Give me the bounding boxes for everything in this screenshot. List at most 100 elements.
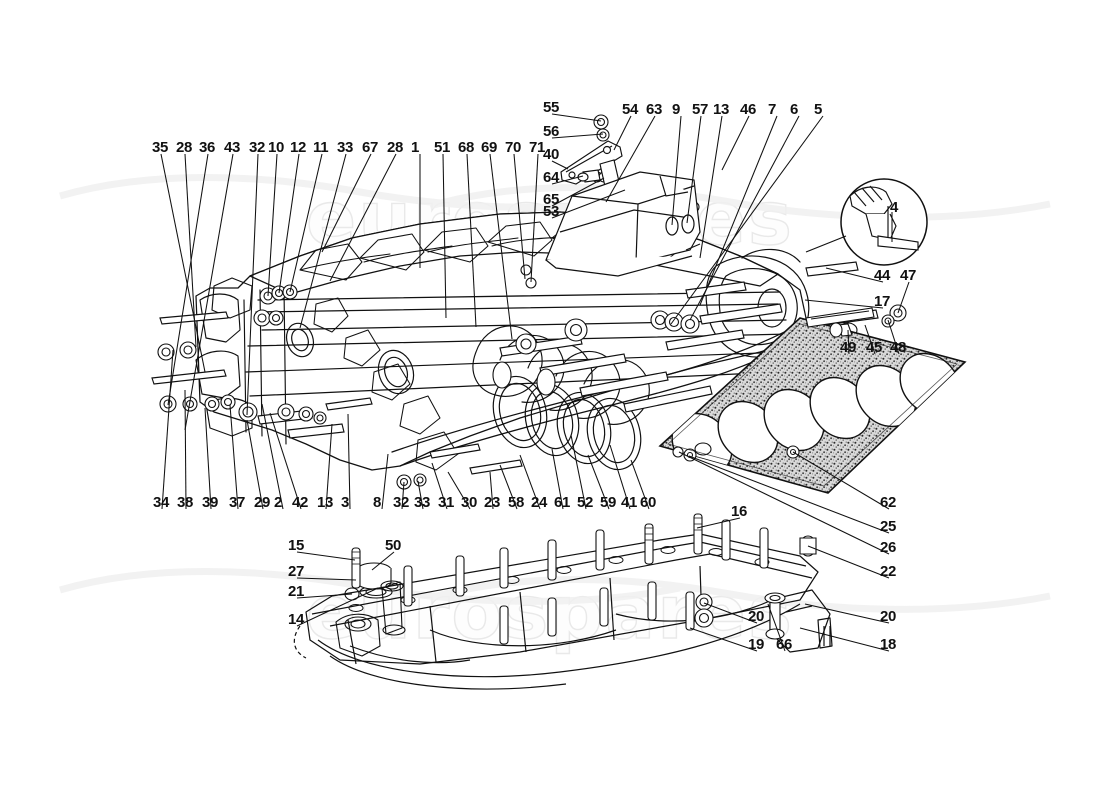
leader-line-53 bbox=[551, 189, 626, 219]
callout-18: 18 bbox=[880, 636, 897, 653]
callout-23: 23 bbox=[484, 494, 501, 511]
callout-2: 2 bbox=[274, 494, 283, 511]
leader-line-43 bbox=[184, 153, 234, 431]
callout-7: 7 bbox=[768, 101, 777, 118]
callout-49: 49 bbox=[840, 339, 857, 356]
leader-line-62 bbox=[792, 451, 890, 510]
leader-line-28 bbox=[329, 153, 397, 282]
leader-line-25 bbox=[688, 455, 890, 534]
callout-70: 70 bbox=[505, 139, 522, 156]
leader-line-23 bbox=[489, 471, 494, 510]
leader-line-33 bbox=[299, 153, 347, 329]
leader-line-44 bbox=[825, 267, 884, 283]
callout-67: 67 bbox=[362, 139, 379, 156]
leader-line-71 bbox=[530, 153, 539, 283]
callout-9: 9 bbox=[672, 101, 681, 118]
leader-line-12 bbox=[278, 153, 300, 294]
callout-31: 31 bbox=[438, 494, 455, 511]
leader-line-37 bbox=[229, 404, 239, 510]
leader-line-22 bbox=[807, 545, 890, 579]
callout-16: 16 bbox=[731, 503, 748, 520]
detail-inset-label: 4 bbox=[890, 199, 899, 216]
callout-13: 13 bbox=[713, 101, 730, 118]
callout-28: 28 bbox=[387, 139, 404, 156]
callout-66: 66 bbox=[776, 636, 793, 653]
callout-62: 62 bbox=[880, 494, 897, 511]
callout-61: 61 bbox=[554, 494, 571, 511]
callout-20: 20 bbox=[748, 608, 765, 625]
callout-30: 30 bbox=[461, 494, 478, 511]
callout-25: 25 bbox=[880, 518, 897, 535]
callout-1: 1 bbox=[411, 139, 420, 156]
callout-10: 10 bbox=[268, 139, 285, 156]
callout-39: 39 bbox=[202, 494, 219, 511]
callout-52: 52 bbox=[577, 494, 594, 511]
callout-17: 17 bbox=[874, 293, 891, 310]
callout-46: 46 bbox=[740, 101, 757, 118]
callout-27: 27 bbox=[288, 563, 305, 580]
callout-6: 6 bbox=[790, 101, 799, 118]
leader-line-69 bbox=[489, 153, 513, 340]
leader-line-50 bbox=[371, 551, 395, 571]
leader-line-15 bbox=[296, 551, 356, 561]
callout-68: 68 bbox=[458, 139, 475, 156]
leader-line-65 bbox=[551, 177, 605, 207]
leader-line-58 bbox=[499, 464, 518, 510]
callout-11: 11 bbox=[313, 139, 329, 156]
leader-line-10 bbox=[267, 153, 278, 297]
callout-32: 32 bbox=[393, 494, 410, 511]
leader-line-8 bbox=[381, 453, 389, 510]
callout-59: 59 bbox=[600, 494, 617, 511]
leader-line-27 bbox=[296, 577, 357, 581]
leader-line-30 bbox=[447, 471, 471, 510]
callout-8: 8 bbox=[373, 494, 382, 511]
leader-line-34 bbox=[161, 349, 174, 510]
callout-42: 42 bbox=[292, 494, 309, 511]
callout-47: 47 bbox=[900, 267, 917, 284]
leader-line-42 bbox=[269, 412, 302, 510]
leader-line-49 bbox=[847, 329, 850, 355]
leader-line-32 bbox=[401, 481, 405, 510]
callout-71: 71 bbox=[529, 139, 546, 156]
callout-15: 15 bbox=[288, 537, 305, 554]
callout-13: 13 bbox=[317, 494, 334, 511]
callout-65: 65 bbox=[543, 191, 560, 208]
callout-3: 3 bbox=[341, 494, 350, 511]
leader-line-2 bbox=[261, 403, 284, 510]
leader-line-40 bbox=[551, 160, 569, 170]
leader-line-26 bbox=[678, 451, 890, 555]
leader-line-57 bbox=[686, 115, 702, 224]
callout-14: 14 bbox=[288, 611, 305, 628]
leader-line-51 bbox=[442, 153, 447, 319]
callout-58: 58 bbox=[508, 494, 525, 511]
leader-line-45 bbox=[864, 324, 876, 355]
callout-45: 45 bbox=[866, 339, 883, 356]
leader-line-17 bbox=[804, 299, 884, 309]
leader-line-52 bbox=[570, 434, 587, 510]
callout-19: 19 bbox=[748, 636, 765, 653]
leader-line-64 bbox=[551, 175, 584, 185]
leader-line-54 bbox=[613, 115, 632, 151]
callout-43: 43 bbox=[224, 139, 241, 156]
callout-63: 63 bbox=[646, 101, 663, 118]
leader-line-13 bbox=[699, 115, 723, 259]
callout-29: 29 bbox=[254, 494, 271, 511]
callout-64: 64 bbox=[543, 169, 560, 186]
leader-line-56 bbox=[551, 133, 604, 139]
callout-33: 33 bbox=[414, 494, 431, 511]
leader-lines bbox=[160, 113, 910, 652]
leader-line-47 bbox=[897, 281, 910, 314]
leader-line-33 bbox=[417, 480, 424, 510]
callout-60: 60 bbox=[640, 494, 657, 511]
leader-line-6 bbox=[689, 115, 800, 321]
callout-51: 51 bbox=[434, 139, 451, 156]
callout-54: 54 bbox=[622, 101, 639, 118]
leader-line-16 bbox=[696, 517, 741, 529]
leader-line-36 bbox=[167, 153, 209, 406]
callout-37: 37 bbox=[229, 494, 246, 511]
detail-inset-circle bbox=[805, 178, 928, 266]
leader-line-31 bbox=[431, 462, 448, 510]
leader-line-14 bbox=[296, 587, 379, 627]
leader-line-55 bbox=[551, 113, 602, 122]
leader-line-24 bbox=[519, 454, 541, 510]
